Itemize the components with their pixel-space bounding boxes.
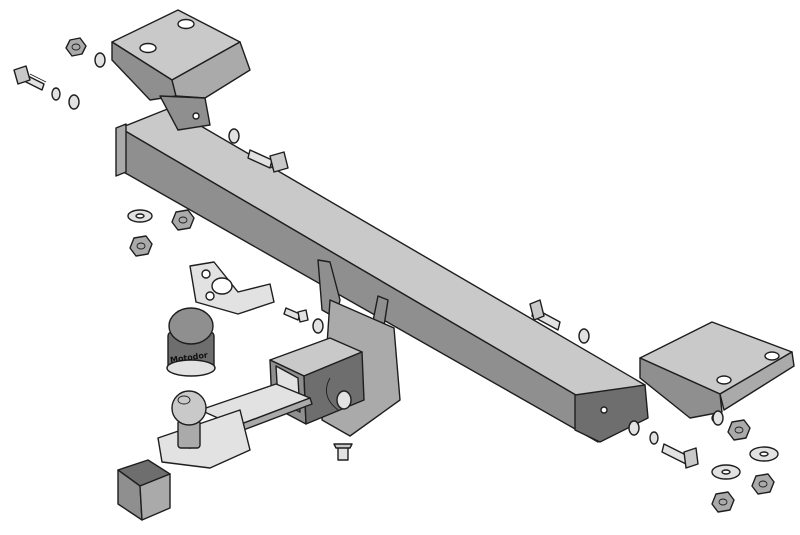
left-mounting-bracket xyxy=(111,9,251,131)
bolt-center-top xyxy=(247,149,289,173)
washer-holes xyxy=(135,213,769,475)
bolt-socket xyxy=(283,307,309,323)
receiver-plug xyxy=(117,459,171,521)
washer xyxy=(649,431,659,445)
ball-cover: Motodor xyxy=(166,307,216,377)
washer xyxy=(51,87,61,101)
washer xyxy=(228,128,240,144)
washer xyxy=(68,94,80,110)
ball-mount xyxy=(157,383,313,469)
nut-left-mid-a xyxy=(171,209,195,231)
socket-bracket xyxy=(189,261,275,315)
washer xyxy=(312,318,324,334)
washer xyxy=(628,420,640,436)
bolt-left-top xyxy=(13,65,47,91)
bolt-right-top xyxy=(529,299,561,331)
nut-right-b xyxy=(751,473,775,495)
washer xyxy=(712,410,724,426)
nut-left-mid-b xyxy=(129,235,153,257)
washer xyxy=(94,52,106,68)
nut-right-c xyxy=(711,491,735,513)
bolt-right-bottom xyxy=(661,443,699,469)
right-mounting-bracket xyxy=(639,321,795,423)
washer xyxy=(578,328,590,344)
main-crossbar xyxy=(115,107,649,443)
nut-right-a xyxy=(727,419,751,441)
nut-left-top xyxy=(65,37,87,57)
